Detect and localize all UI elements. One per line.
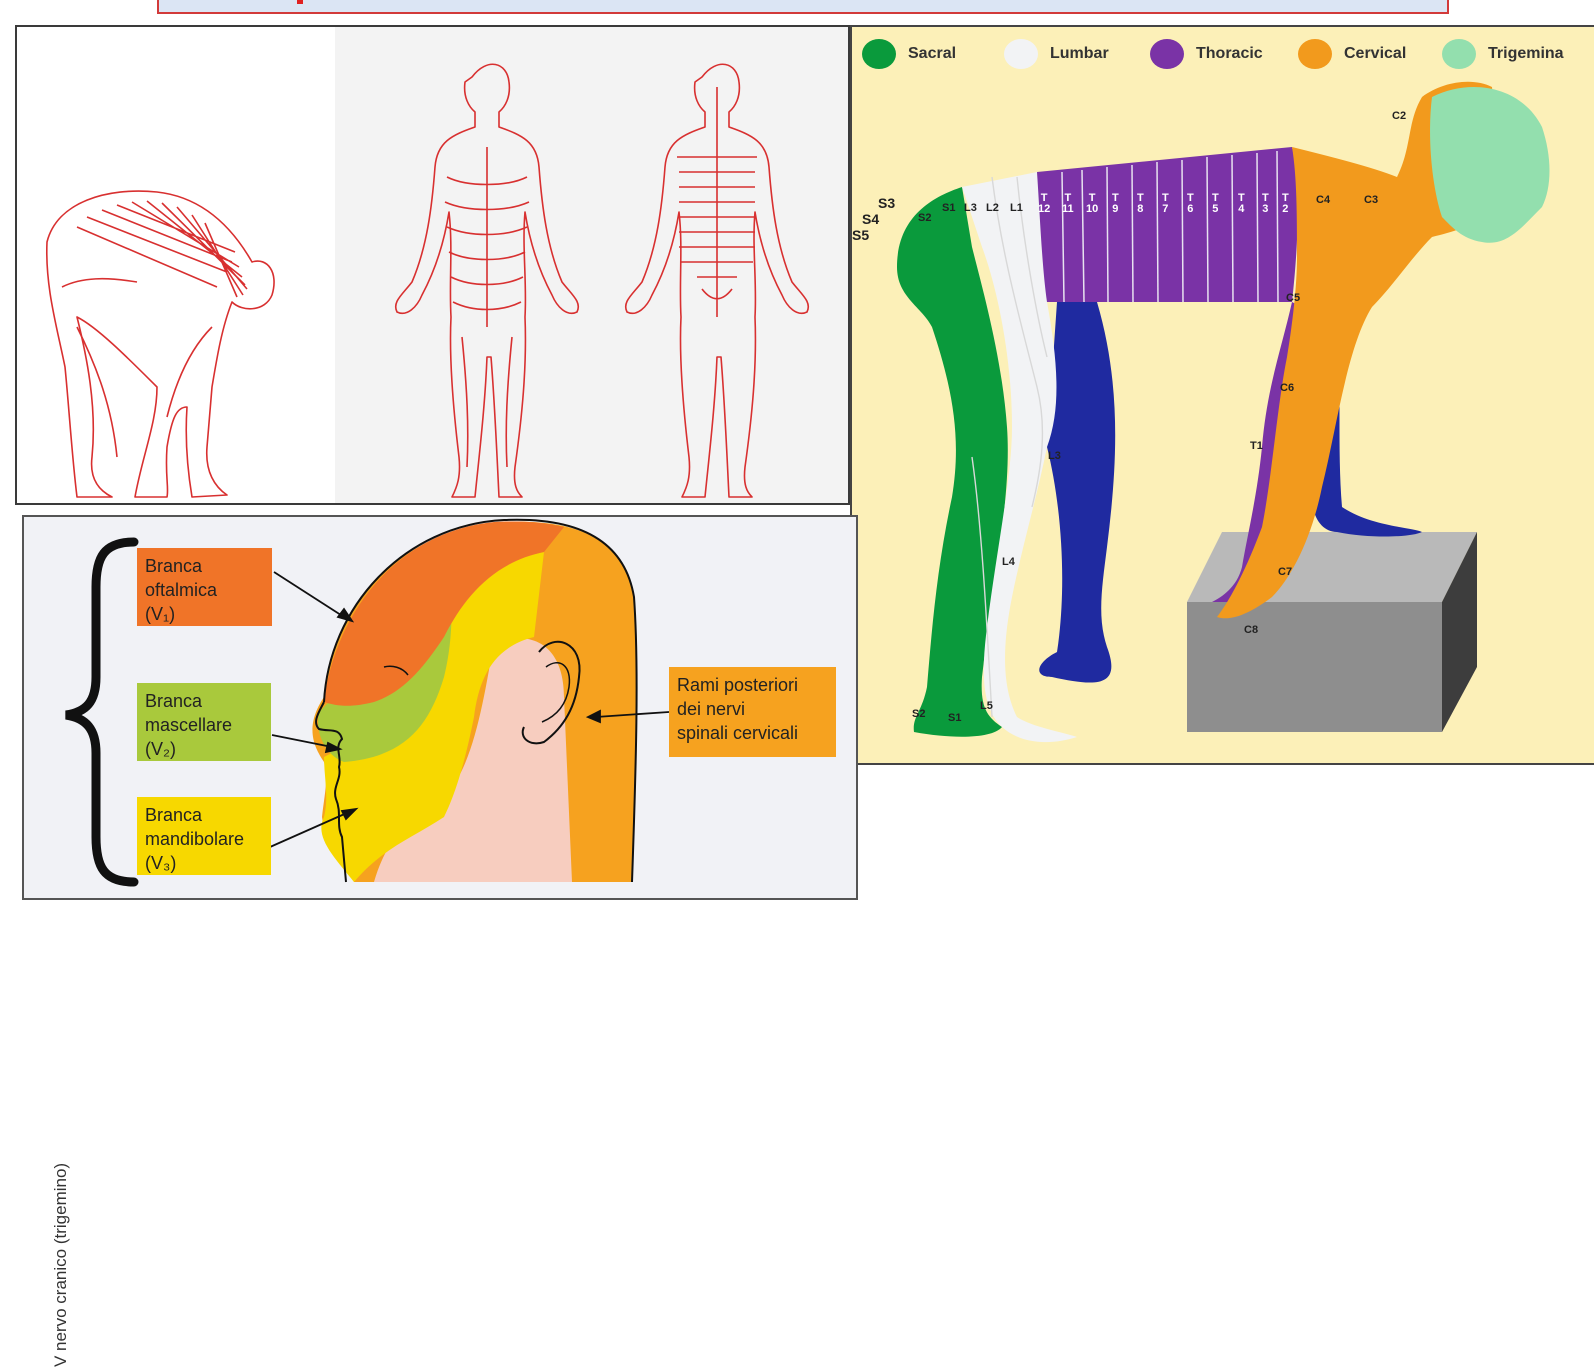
label-v2-maxillary: Branca mascellare (V₂) — [137, 683, 271, 761]
label-T5: T 5 — [1212, 193, 1219, 215]
label-v1-ophthalmic: Branca oftalmica (V₁) — [137, 548, 272, 626]
label-S1-foot: S1 — [948, 713, 961, 724]
trigeminal-head-panel: V nervo cranico (trigemino) Branca oftal… — [22, 515, 858, 900]
trigeminal-vertical-title: V nervo cranico (trigemino) — [51, 1163, 71, 1367]
label-S2-top: S2 — [918, 213, 931, 224]
label-v3-mandibular: Branca mandibolare (V₃) — [137, 797, 271, 875]
outline-dermatome-panel — [15, 25, 850, 505]
label-line: Rami posteriori — [677, 673, 828, 697]
title-banner — [157, 0, 1449, 14]
label-C5: C5 — [1286, 293, 1300, 304]
label-T4: T 4 — [1238, 193, 1245, 215]
label-L3-leg: L3 — [1048, 451, 1061, 462]
label-line: mandibolare — [145, 827, 263, 851]
label-L4: L4 — [1002, 557, 1015, 568]
label-C8: C8 — [1244, 625, 1258, 636]
label-T12: T 12 — [1038, 193, 1050, 215]
label-line: Branca — [145, 689, 263, 713]
label-C4: C4 — [1316, 195, 1330, 206]
label-T6: T 6 — [1187, 193, 1194, 215]
curly-brace — [66, 542, 134, 882]
label-line: spinali cervicali — [677, 721, 828, 745]
label-L5: L5 — [980, 701, 993, 712]
label-T1: T1 — [1250, 441, 1263, 452]
label-line: dei nervi — [677, 697, 828, 721]
label-line: oftalmica — [145, 578, 264, 602]
label-T3: T 3 — [1262, 193, 1269, 215]
dermatome-figure-drawing — [852, 27, 1594, 765]
dermatome-map-panel: Sacral Lumbar Thoracic Cervical Trigemin… — [850, 25, 1594, 765]
label-T8: T 8 — [1137, 193, 1144, 215]
label-line: Branca — [145, 554, 264, 578]
box-front — [1187, 602, 1442, 732]
label-line: (V₂) — [145, 737, 263, 761]
thoracic-trunk — [1037, 147, 1298, 302]
label-line: Branca — [145, 803, 263, 827]
label-S4: S4 — [862, 211, 879, 227]
label-S1-top: S1 — [942, 203, 955, 214]
label-line: (V₁) — [145, 602, 264, 626]
label-T7: T 7 — [1162, 193, 1169, 215]
label-posterior-rami: Rami posteriori dei nervi spinali cervic… — [669, 667, 836, 757]
trigeminal-face — [1430, 87, 1549, 243]
label-S5: S5 — [852, 227, 869, 243]
bent-figure-outline — [47, 191, 274, 497]
banner-red-mark — [297, 0, 303, 4]
label-line: (V₃) — [145, 851, 263, 875]
label-S3: S3 — [878, 195, 895, 211]
outline-figures-drawing — [17, 27, 848, 503]
label-L3-top: L3 — [964, 203, 977, 214]
label-T11: T 11 — [1062, 193, 1074, 215]
label-L1-top: L1 — [1010, 203, 1023, 214]
label-T9: T 9 — [1112, 193, 1119, 215]
label-T2: T 2 — [1282, 193, 1289, 215]
label-C6: C6 — [1280, 383, 1294, 394]
label-L2-top: L2 — [986, 203, 999, 214]
label-T10: T 10 — [1086, 193, 1098, 215]
label-C7: C7 — [1278, 567, 1292, 578]
label-C3: C3 — [1364, 195, 1378, 206]
label-S2-foot: S2 — [912, 709, 925, 720]
label-line: mascellare — [145, 713, 263, 737]
label-C2: C2 — [1392, 111, 1406, 122]
